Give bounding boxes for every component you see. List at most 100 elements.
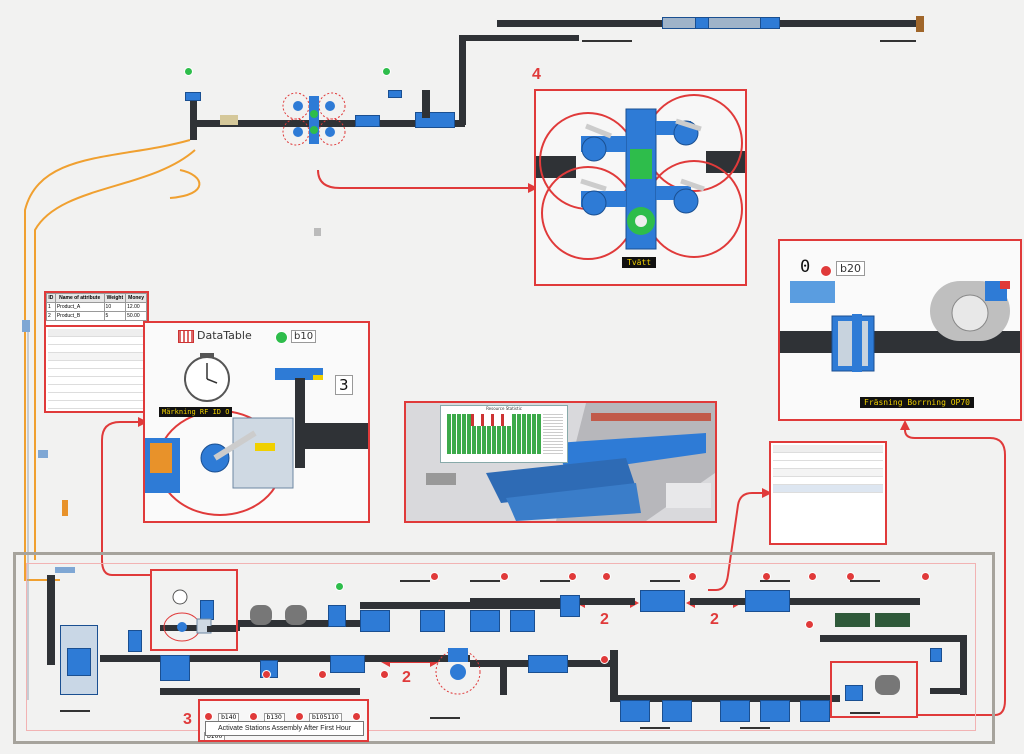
- status-light-red: [380, 670, 389, 679]
- window-row[interactable]: [48, 369, 145, 377]
- settings-window[interactable]: [44, 325, 149, 413]
- status-light-red: [921, 572, 930, 581]
- sensor-marker: [55, 567, 75, 573]
- station-badge: b130: [263, 713, 285, 722]
- resource-statistic-chart[interactable]: Resource Statistic: [440, 405, 568, 463]
- window-row[interactable]: [48, 337, 145, 345]
- status-light-red: [688, 572, 697, 581]
- status-light-red: [262, 670, 271, 679]
- wash-cell-small[interactable]: [278, 92, 350, 150]
- sensor-marker: [22, 320, 30, 332]
- signal-light-green: [184, 67, 193, 76]
- datatable-title: DataTable: [197, 329, 252, 342]
- factory-3d-view[interactable]: Resource Statistic: [404, 401, 717, 523]
- window-row[interactable]: [773, 453, 883, 461]
- status-light-red: [805, 620, 814, 629]
- col-weight: Weight: [103, 293, 127, 303]
- attribute-table-window[interactable]: ID Name of attribute Weight Money 1 Prod…: [44, 291, 149, 327]
- station-badge: b105110: [309, 713, 342, 722]
- marking-illustration: [145, 353, 368, 516]
- status-light-red: [249, 712, 259, 721]
- marking-station-view[interactable]: DataTable b10 3 Märkning RF ID O: [143, 321, 370, 523]
- attribute-table: ID Name of attribute Weight Money 1 Prod…: [46, 293, 147, 321]
- window-row[interactable]: [773, 461, 883, 469]
- callout-number-4: 4: [532, 66, 541, 83]
- marking-station-label: Märkning RF ID O: [159, 407, 233, 417]
- counter-display: 0: [800, 257, 811, 277]
- wash-station-illustration: [536, 94, 745, 260]
- resource-badge: b20: [836, 261, 865, 276]
- status-light-red: [500, 572, 509, 581]
- activate-stations-button[interactable]: Activate Stations Assembly After First H…: [205, 721, 364, 736]
- window-row[interactable]: [773, 485, 883, 493]
- milling-station-highlight[interactable]: [830, 661, 918, 718]
- callout-number-2: 2: [600, 611, 609, 628]
- cell: 50.00: [125, 311, 147, 321]
- resource-chart-bars-red: [471, 414, 511, 426]
- status-light-red: [602, 572, 611, 581]
- marking-station-highlight[interactable]: [150, 569, 238, 651]
- status-light-red: [820, 265, 832, 277]
- window-row: [773, 445, 883, 453]
- station-badges-row: b140 b130 b105110 b100: [204, 704, 364, 740]
- cell: 5: [103, 311, 127, 321]
- col-money: Money: [125, 293, 147, 303]
- station-activation-panel[interactable]: b140 b130 b105110 b100 Activate Stations…: [198, 699, 369, 742]
- callout-number-3: 3: [183, 711, 192, 728]
- wash-station-view[interactable]: Tvätt: [534, 89, 747, 286]
- status-light-red: [808, 572, 817, 581]
- assembly-line-frame: [13, 552, 995, 744]
- robot-cell: [435, 648, 481, 695]
- cell: 2: [46, 311, 56, 321]
- window-row[interactable]: [48, 409, 145, 411]
- col-name: Name of attribute: [54, 293, 105, 303]
- milling-station-label: Fräsning Borrning OP70: [860, 397, 974, 408]
- cell: Product_B: [54, 311, 105, 321]
- window-row[interactable]: [48, 345, 145, 353]
- sensor-marker: [62, 500, 68, 516]
- resource-badge: b10: [291, 330, 317, 343]
- window-row[interactable]: [48, 385, 145, 393]
- status-light-red: [294, 712, 304, 721]
- status-light-red: [568, 572, 577, 581]
- status-light-red: [600, 655, 609, 664]
- callout-number-3: 3: [335, 375, 353, 395]
- table-row[interactable]: 1 Product_A 10 12.00: [46, 302, 147, 312]
- table-row[interactable]: 2 Product_B 5 50.00: [46, 311, 147, 321]
- window-row[interactable]: [48, 353, 145, 361]
- window-row[interactable]: [48, 401, 145, 409]
- datatable-icon: [178, 330, 194, 343]
- window-row: [48, 329, 145, 337]
- table-header-row: ID Name of attribute Weight Money: [46, 293, 147, 303]
- wash-station-label: Tvätt: [622, 257, 657, 268]
- milling-station-view[interactable]: 0 b20 Fräsning Borrning OP70: [778, 239, 1022, 421]
- status-light-red: [430, 572, 439, 581]
- callout-number-2: 2: [402, 669, 411, 686]
- sensor-marker: [38, 450, 48, 458]
- resource-chart-legend: [543, 414, 563, 454]
- cell: Product_A: [54, 302, 105, 312]
- callout-number-2: 2: [710, 611, 719, 628]
- window-row[interactable]: [48, 361, 145, 369]
- status-light-red: [318, 670, 327, 679]
- signal-light-green: [335, 582, 344, 591]
- window-row[interactable]: [48, 393, 145, 401]
- status-light-red: [351, 712, 361, 721]
- dialog-buttons: [831, 537, 885, 543]
- window-row[interactable]: [48, 377, 145, 385]
- cell: 1: [46, 302, 56, 312]
- resource-chart-title: Resource Statistic: [486, 406, 522, 411]
- station-badge: b100: [204, 732, 226, 740]
- milling-illustration: [780, 281, 1020, 372]
- cell: 10: [103, 302, 127, 312]
- cell: 12.00: [125, 302, 147, 312]
- col-id: ID: [46, 293, 56, 303]
- signal-light-green: [382, 67, 391, 76]
- window-row[interactable]: [773, 477, 883, 485]
- marking-station-mini: [163, 589, 236, 642]
- station-badge: b140: [218, 713, 240, 722]
- window-row[interactable]: [773, 469, 883, 477]
- signal-light-green: [275, 331, 288, 344]
- processing-settings-window[interactable]: [769, 441, 887, 545]
- status-light-red: [204, 712, 213, 721]
